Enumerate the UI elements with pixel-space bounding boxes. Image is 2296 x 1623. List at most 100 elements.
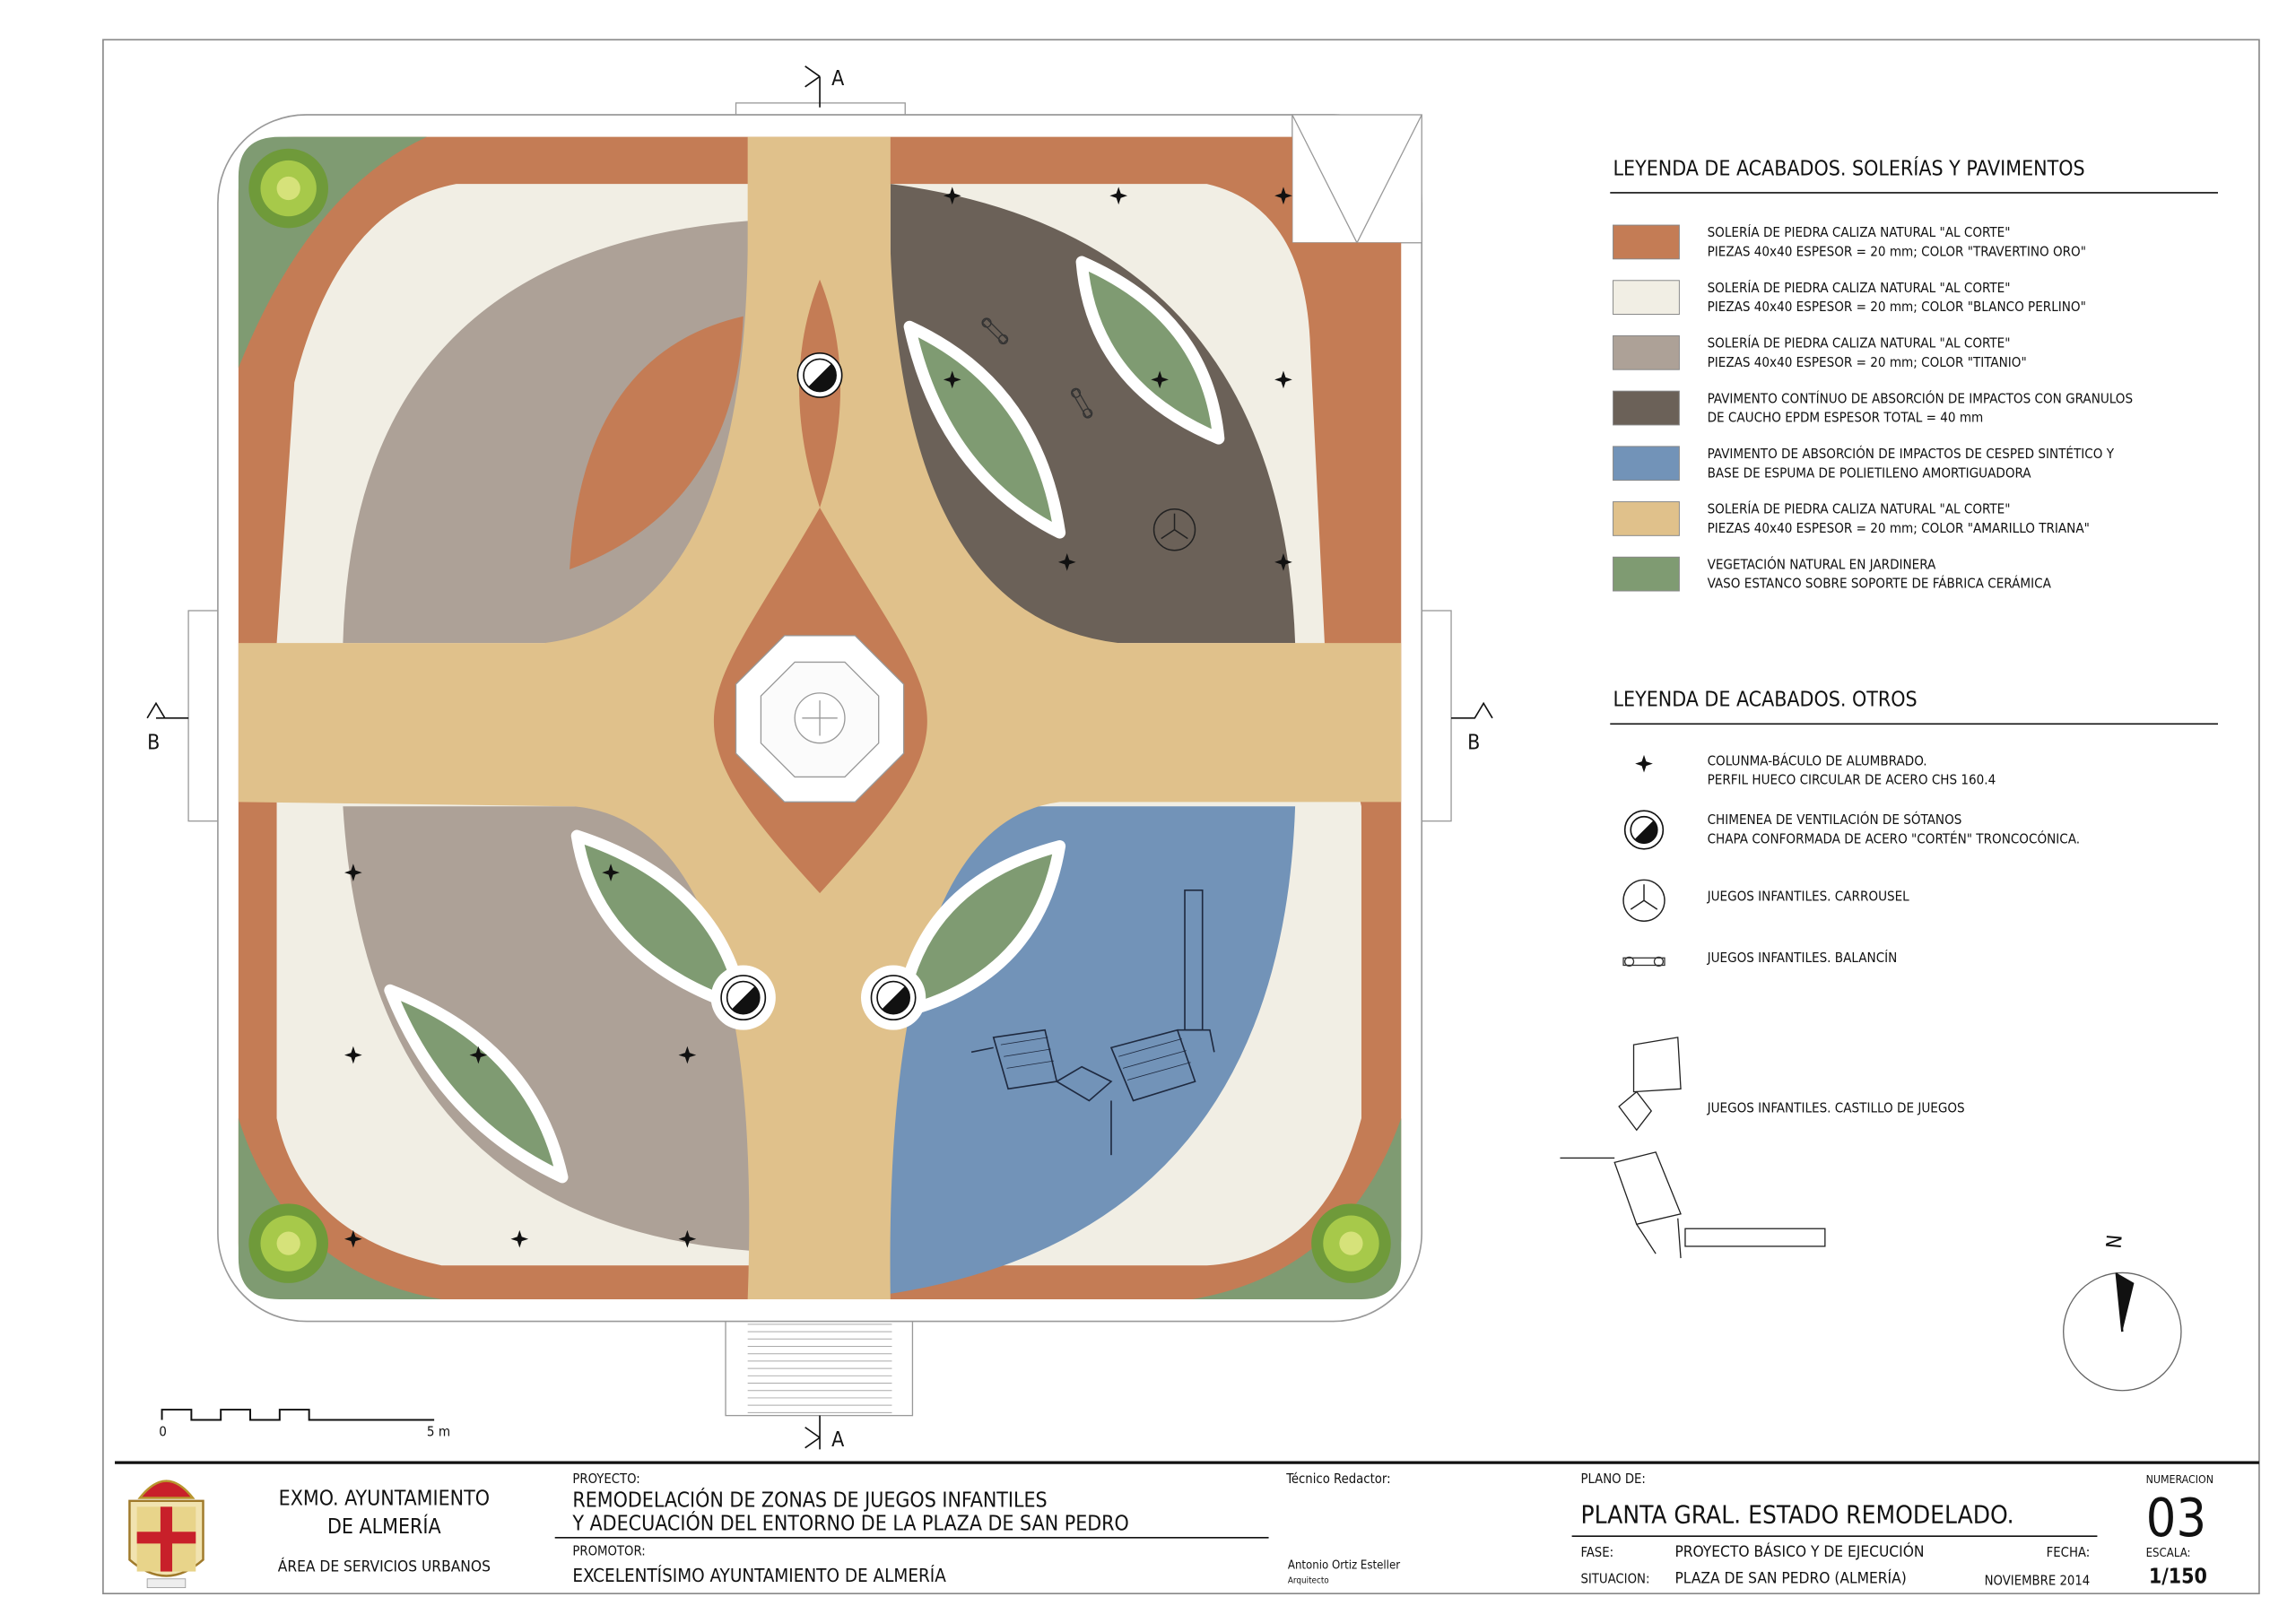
legend-item: JUEGOS INFANTILES. BALANCÍN (1622, 949, 1898, 967)
lamp-post-icon (344, 1046, 362, 1064)
legend-item: SOLERÍA DE PIEDRA CALIZA NATURAL "AL COR… (1613, 223, 2086, 260)
lamp-post-icon (344, 864, 362, 881)
carousel-icon (1622, 879, 1665, 922)
seesaw-icon (981, 317, 1093, 419)
chimney-icon (720, 975, 767, 1021)
play-castle (970, 889, 1215, 1156)
section-marker-a-top: A (804, 65, 844, 108)
legend-item: PAVIMENTO CONTÍNUO DE ABSORCIÓN DE IMPAC… (1613, 389, 2134, 426)
svg-text:NUMERACION: NUMERACION (2146, 1473, 2213, 1486)
legend-item: CHIMENEA DE VENTILACIÓN DE SÓTANOSCHAPA … (1623, 810, 2081, 850)
legend-pavements: LEYENDA DE ACABADOS. SOLERÍAS Y PAVIMENT… (1610, 155, 2218, 592)
svg-text:A: A (831, 1428, 844, 1452)
svg-text:B: B (147, 731, 160, 754)
planter-leaves (384, 256, 1225, 1184)
svg-text:DE ALMERÍA: DE ALMERÍA (327, 1514, 441, 1539)
svg-text:ÁREA DE SERVICIOS URBANOS: ÁREA DE SERVICIOS URBANOS (278, 1557, 491, 1576)
bottom-stairs (725, 1316, 914, 1417)
section-marker-a-bottom: A (804, 1415, 844, 1452)
north-arrow: N (2063, 1234, 2182, 1392)
svg-text:1/150: 1/150 (2149, 1566, 2207, 1589)
lamp-post-icon (1109, 187, 1128, 205)
legend-item-line2: BASE DE ESPUMA DE POLIETILENO AMORTIGUAD… (1708, 464, 2032, 481)
legend-item-line2: PERFIL HUECO CIRCULAR DE ACERO CHS 160.4 (1708, 772, 1996, 788)
legend-item-line2: DE CAUCHO EPDM ESPESOR TOTAL = 40 mm (1708, 410, 1984, 426)
lamp-post-icon (469, 1046, 488, 1064)
svg-text:PLANTA GRAL. ESTADO REMODELADO: PLANTA GRAL. ESTADO REMODELADO. (1580, 1499, 2013, 1529)
legend-swatch (1613, 334, 1680, 370)
legend-item: JUEGOS INFANTILES. CARROUSEL (1622, 879, 1910, 922)
tree-icon (1311, 1203, 1391, 1283)
legend-item-line1: JUEGOS INFANTILES. CARROUSEL (1707, 888, 1910, 904)
lamp-post-icon (1151, 370, 1169, 389)
svg-text:03: 03 (2146, 1487, 2207, 1549)
section-marker-b-left: B (146, 701, 189, 754)
legend-pavements-title: LEYENDA DE ACABADOS. SOLERÍAS Y PAVIMENT… (1613, 155, 2085, 180)
legend-item-line1: VEGETACIÓN NATURAL EN JARDINERA (1708, 555, 1936, 572)
svg-text:PLANO DE:: PLANO DE: (1580, 1471, 1645, 1487)
lamp-post-icon (1274, 187, 1292, 205)
chimney-icon (870, 975, 917, 1021)
carousel-icon (1152, 508, 1196, 551)
chimney-icon (1623, 810, 1665, 850)
svg-text:5 m: 5 m (427, 1424, 450, 1440)
legend-item-line1: PAVIMENTO CONTÍNUO DE ABSORCIÓN DE IMPAC… (1708, 389, 2134, 406)
lamp-post-icon (678, 1046, 697, 1064)
lamp-post-icon (943, 187, 961, 205)
legend-swatch (1613, 280, 1680, 316)
lamp-post-icon (943, 370, 961, 389)
title-block: EXMO. AYUNTAMIENTO DE ALMERÍA ÁREA DE SE… (115, 1461, 2259, 1594)
legend-item-line1: SOLERÍA DE PIEDRA CALIZA NATURAL "AL COR… (1708, 334, 2011, 352)
legend-item-line2: PIEZAS 40x40 ESPESOR = 20 mm; COLOR "TRA… (1708, 244, 2086, 260)
svg-text:PROYECTO:: PROYECTO: (572, 1471, 639, 1487)
section-marker-b-right: B (1451, 701, 1493, 754)
central-octagon (735, 635, 905, 803)
terracotta-half-disk-nw (570, 316, 744, 570)
lamp-post-icon (1274, 553, 1292, 571)
svg-text:FECHA:: FECHA: (2047, 1545, 2091, 1560)
legend-item: COLUNMA-BÁCULO DE ALUMBRADO. PERFIL HUECO… (1635, 751, 1996, 788)
legend-swatch (1613, 224, 1680, 260)
svg-text:ESCALA:: ESCALA: (2146, 1547, 2191, 1560)
svg-text:Antonio Ortiz Esteller: Antonio Ortiz Esteller (1288, 1558, 1400, 1572)
tree-icon (248, 1203, 328, 1283)
legend-item-line2: PIEZAS 40x40 ESPESOR = 20 mm; COLOR "TIT… (1708, 354, 2027, 370)
lamp-post-icon (678, 1229, 697, 1248)
almeria-coat-of-arms-logo (128, 1480, 204, 1589)
svg-text:PLAZA DE SAN PEDRO (ALMERÍA): PLAZA DE SAN PEDRO (ALMERÍA) (1674, 1568, 1906, 1588)
svg-text:REMODELACIÓN DE ZONAS DE JUEGO: REMODELACIÓN DE ZONAS DE JUEGOS INFANTIL… (572, 1487, 1047, 1512)
svg-text:EXMO. AYUNTAMIENTO: EXMO. AYUNTAMIENTO (279, 1488, 490, 1511)
svg-text:PROMOTOR:: PROMOTOR: (572, 1544, 645, 1559)
legend-item: JUEGOS INFANTILES. CASTILLO DE JUEGOS (1707, 1100, 1965, 1116)
lamp-post-icon (602, 864, 620, 881)
legend-item-line1: SOLERÍA DE PIEDRA CALIZA NATURAL "AL COR… (1708, 500, 2011, 517)
legend-item-line1: COLUNMA-BÁCULO DE ALUMBRADO. (1708, 751, 1927, 768)
legend-item-line1: SOLERÍA DE PIEDRA CALIZA NATURAL "AL COR… (1708, 223, 2011, 240)
svg-text:A: A (831, 67, 844, 91)
svg-text:EXCELENTÍSIMO AYUNTAMIENTO DE: EXCELENTÍSIMO AYUNTAMIENTO DE ALMERÍA (572, 1564, 946, 1586)
chimney-icon (1623, 810, 1665, 850)
legend-item: SOLERÍA DE PIEDRA CALIZA NATURAL "AL COR… (1613, 500, 2090, 536)
legend-item: PAVIMENTO DE ABSORCIÓN DE IMPACTOS DE CE… (1613, 445, 2115, 481)
legend-item-line2: PIEZAS 40x40 ESPESOR = 20 mm; COLOR "BLA… (1708, 299, 2086, 315)
legend-item-line1: PAVIMENTO DE ABSORCIÓN DE IMPACTOS DE CE… (1708, 445, 2115, 462)
lamp-post-icon (510, 1229, 529, 1248)
svg-text:NOVIEMBRE 2014: NOVIEMBRE 2014 (1985, 1573, 2091, 1588)
legend-item-line1: JUEGOS INFANTILES. BALANCÍN (1707, 949, 1898, 966)
legend-item-line2: CHAPA CONFORMADA DE ACERO "CORTÉN" TRONC… (1708, 829, 2081, 846)
svg-text:Arquitecto: Arquitecto (1288, 1576, 1329, 1586)
legend-other: LEYENDA DE ACABADOS. OTROS COLUNMA-BÁCUL… (1560, 689, 2218, 1259)
legend-swatch (1613, 390, 1680, 426)
pavement-epdm-ne (890, 184, 1296, 644)
lamp-post-icon (1274, 370, 1292, 389)
tree-icon (248, 148, 328, 229)
legend-swatch (1613, 501, 1680, 536)
svg-text:SITUACION:: SITUACION: (1580, 1572, 1649, 1587)
legend-item: SOLERÍA DE PIEDRA CALIZA NATURAL "AL COR… (1613, 334, 2027, 370)
pavement-titanio-nw (343, 221, 751, 644)
legend-swatch (1613, 446, 1680, 482)
legend-item-line1: CHIMENEA DE VENTILACIÓN DE SÓTANOS (1708, 811, 1962, 828)
svg-text:FASE:: FASE: (1580, 1545, 1613, 1560)
